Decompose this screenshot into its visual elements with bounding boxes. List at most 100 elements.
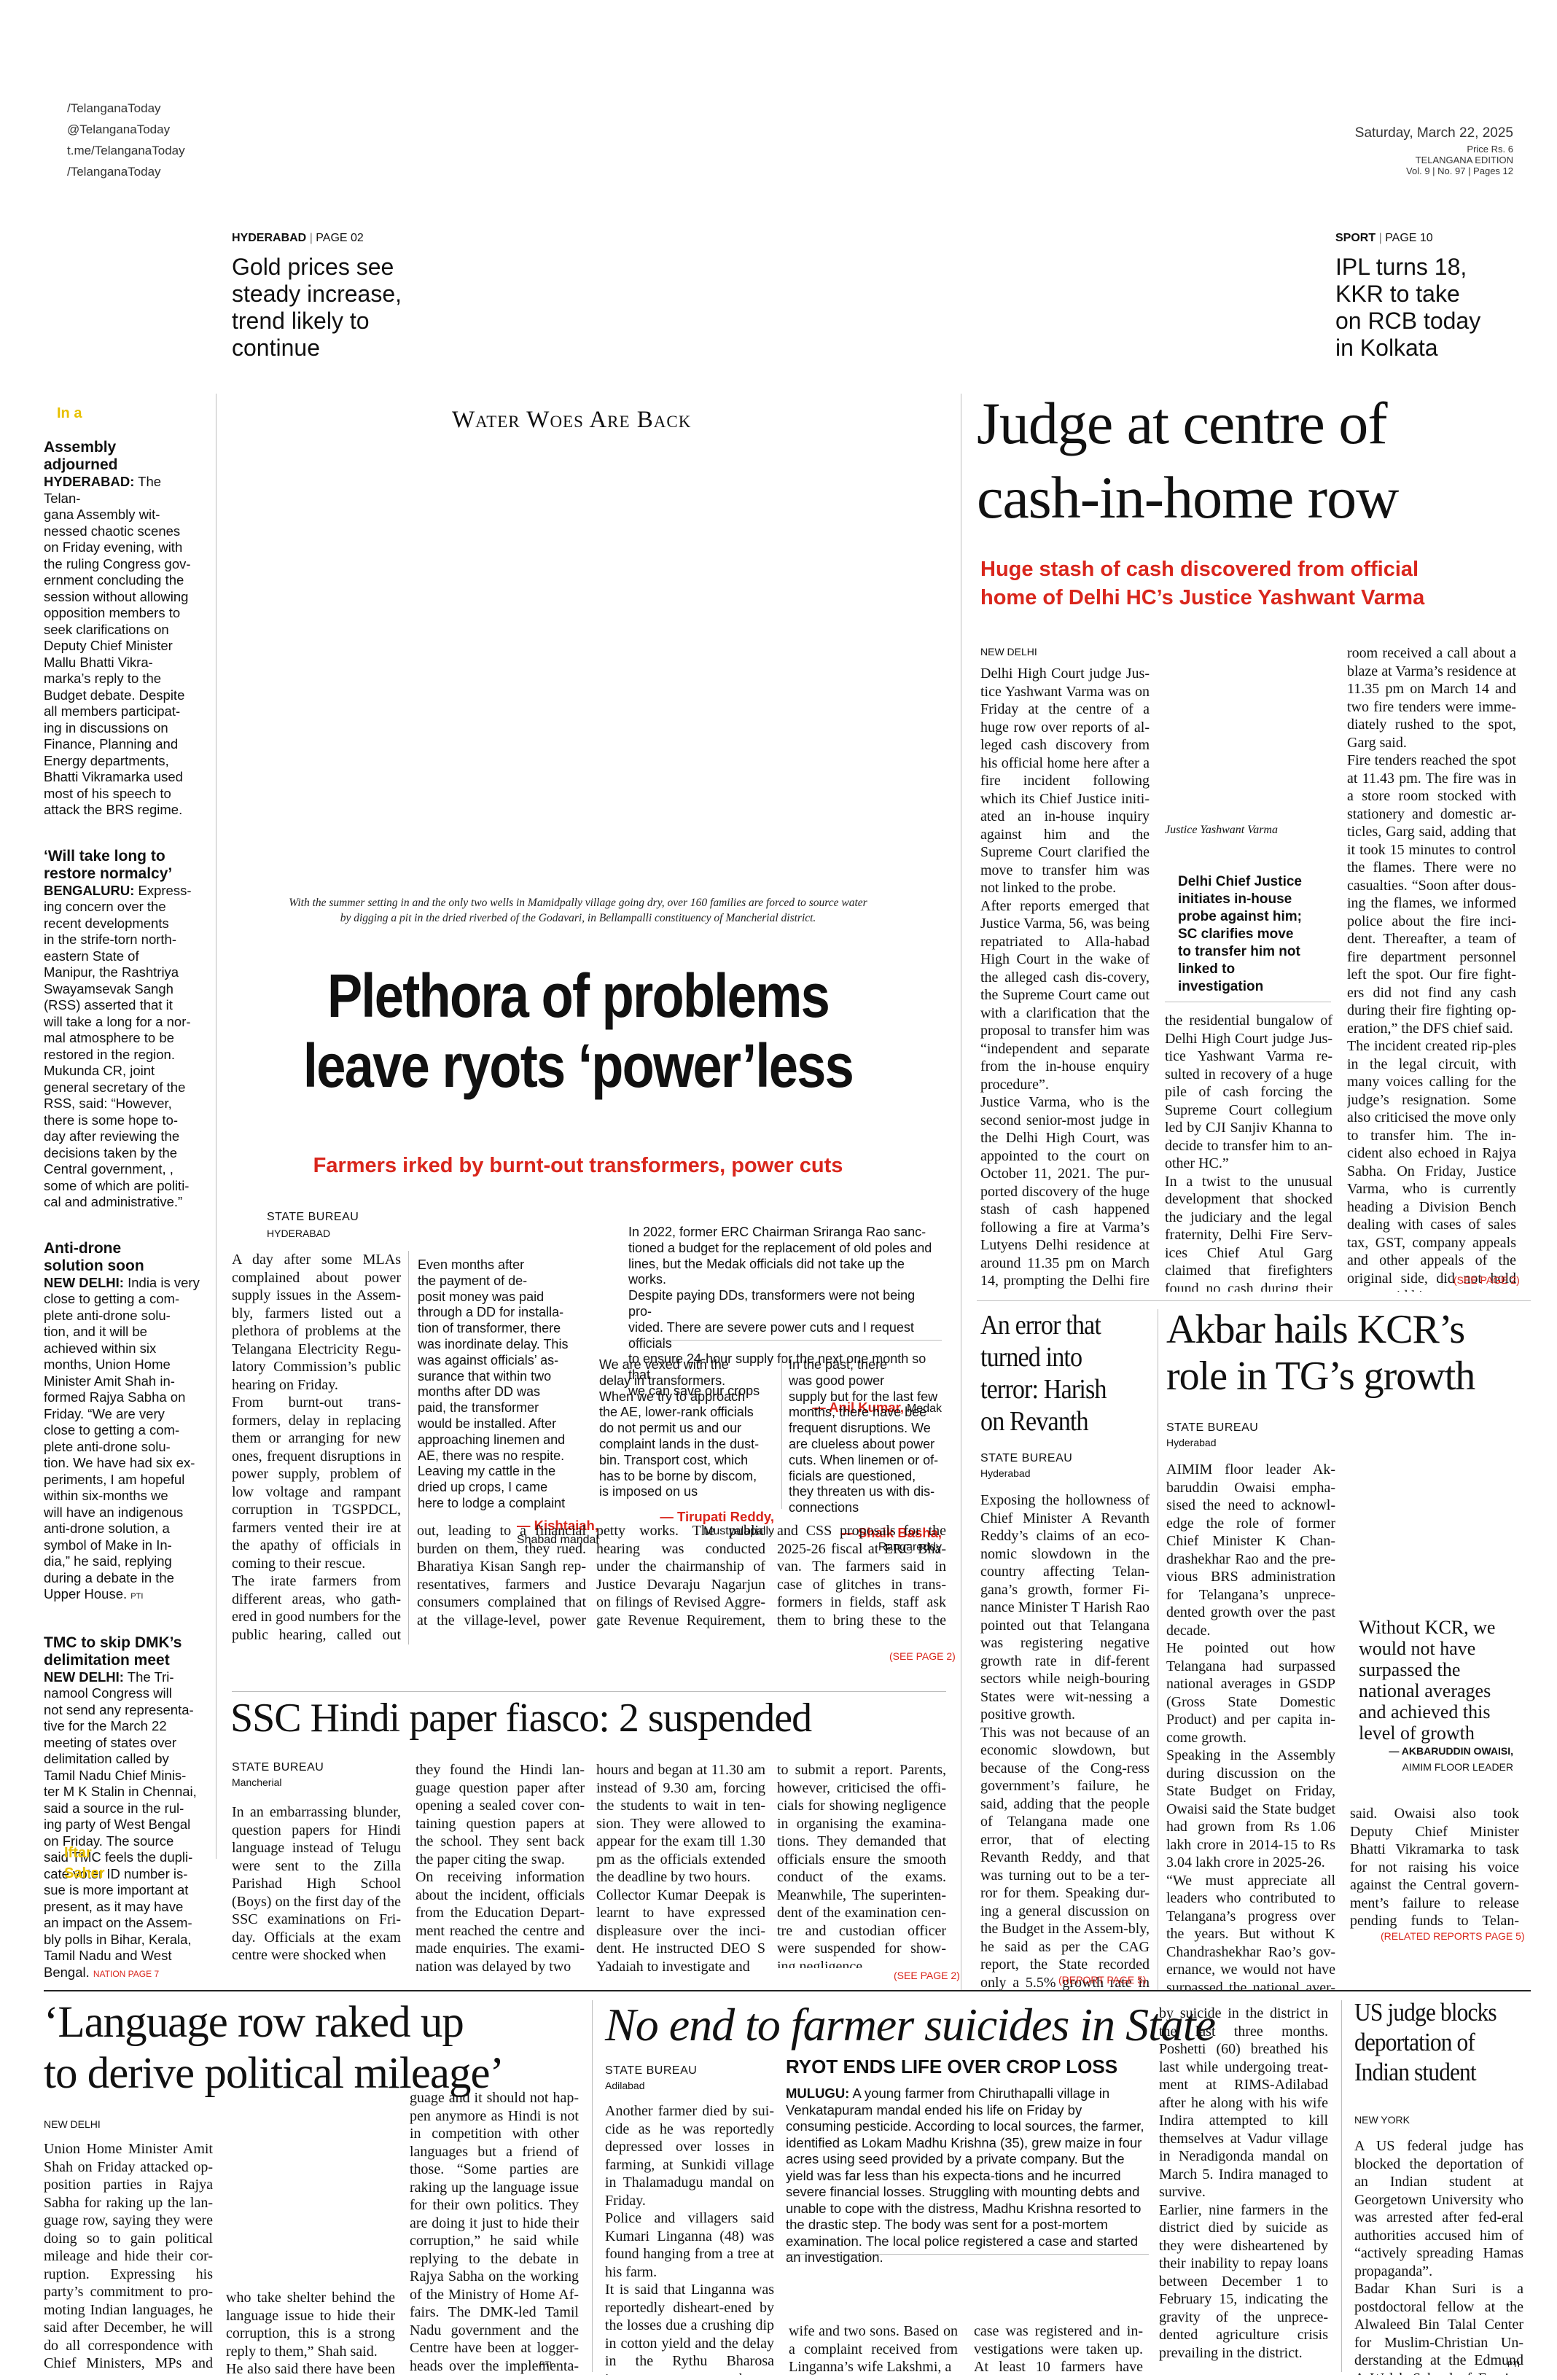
judge-callout: Delhi Chief Justice initiates in-house p… bbox=[1178, 874, 1302, 994]
photo-kicker: Water Woes Are Back bbox=[452, 407, 692, 433]
see-page-link[interactable]: (SEE PAGE 2) bbox=[1453, 1274, 1520, 1286]
brief-title: ‘Will take long to restore normalcy’ bbox=[44, 847, 173, 882]
teaser-headline: IPL turns 18, KKR to take on RCB today i… bbox=[1335, 254, 1481, 361]
credit: PTI bbox=[1507, 2360, 1521, 2369]
section-rule bbox=[977, 1300, 1531, 1301]
pull-quote-name: — AKBARUDDIN OWAISI, bbox=[1389, 1745, 1513, 1757]
dateline-place: Hyderabad bbox=[1166, 1437, 1217, 1448]
teaser-hyderabad[interactable]: HYDERABAD | PAGE 02 Gold prices see stea… bbox=[232, 232, 494, 362]
pull-quote-title: AIMIM FLOOR LEADER bbox=[1402, 1761, 1513, 1773]
quote-text: We are vexed with the delay in transform… bbox=[599, 1357, 760, 1499]
quote-text: In the past, there was good power supply… bbox=[789, 1357, 939, 1515]
article-column: guage and it should not hap-pen anymore … bbox=[410, 2090, 579, 2374]
judge-headline[interactable]: Judge at centre of cash-in-home row bbox=[977, 390, 1399, 531]
column-rule bbox=[781, 1356, 782, 1509]
see-page-link[interactable]: (SEE PAGE 2) bbox=[894, 1970, 960, 1981]
article-column: said. Owaisi also took Deputy Chief Mini… bbox=[1350, 1806, 1519, 1929]
brief-title: Assembly adjourned bbox=[44, 439, 118, 473]
column-rule bbox=[408, 1251, 409, 1644]
issue-date: Saturday, March 22, 2025 bbox=[1354, 125, 1513, 141]
byline: STATE BUREAU bbox=[980, 1452, 1073, 1464]
article-column: out, leading to a financial burden on th… bbox=[417, 1523, 586, 1631]
social-facebook[interactable]: /TelanganaToday bbox=[67, 101, 161, 115]
dateline-place: NEW YORK bbox=[1354, 2114, 1410, 2126]
lead-subhead: Farmers irked by burnt-out transformers,… bbox=[313, 1154, 843, 1177]
lead-headline[interactable]: Plethora of problems leave ryots ‘power’… bbox=[303, 961, 854, 1100]
article-column: and CSS proposals for the 2025-26 fiscal… bbox=[777, 1523, 946, 1631]
see-page-link[interactable]: (RELATED REPORTS PAGE 5) bbox=[1381, 1930, 1525, 1942]
article-column: the residential bungalow of Delhi High C… bbox=[1165, 1013, 1332, 1292]
see-page-link[interactable]: (SEE PAGE 2) bbox=[889, 1650, 956, 1662]
article-column: hours and began at 11.30 am instead of 9… bbox=[596, 1762, 765, 1975]
article-column: A US federal judge has blocked the depor… bbox=[1354, 2138, 1523, 2375]
judge-subhead: Huge stash of cash discovered from offic… bbox=[980, 558, 1425, 609]
usjudge-headline[interactable]: US judge blocks deportation of Indian st… bbox=[1354, 1998, 1497, 2086]
quote-attribution: — Tirupati Reddy, bbox=[660, 1509, 774, 1525]
farmer-quote: In the past, there was good power supply… bbox=[789, 1357, 942, 1554]
article-column: case was registered and in-vestigations … bbox=[974, 2323, 1143, 2375]
brief-item[interactable]: Assembly adjourned HYDERABAD: The Telan-… bbox=[44, 439, 200, 819]
article-column: Delhi High Court judge Jus-tice Yashwant… bbox=[980, 666, 1150, 1292]
farmer-quote: Even months after the payment of de- pos… bbox=[418, 1257, 598, 1547]
section-rule bbox=[44, 1990, 1531, 1991]
quote-attribution: — Anil Kumar, bbox=[812, 1399, 904, 1415]
judge-photo-area bbox=[1163, 641, 1316, 831]
suicides-headline[interactable]: No end to farmer suicides in State bbox=[605, 1999, 1216, 2051]
ssc-headline[interactable]: SSC Hindi paper fiasco: 2 suspended bbox=[230, 1696, 812, 1741]
quote-text: Even months after the payment of de- pos… bbox=[418, 1257, 569, 1510]
teaser-section: HYDERABAD bbox=[232, 232, 307, 244]
article-column: A day after some MLAs complained about p… bbox=[232, 1252, 401, 1643]
farmer-quote: In 2022, former ERC Chairman Sriranga Ra… bbox=[628, 1225, 942, 1416]
brief-body: BENGALURU: Express- ing concern over the… bbox=[44, 882, 192, 1210]
teaser-sport[interactable]: SPORT | PAGE 10 IPL turns 18, KKR to tak… bbox=[1335, 232, 1532, 362]
box-title: RYOT ENDS LIFE OVER CROP LOSS bbox=[786, 2056, 1118, 2077]
box-body: MULUGU: A young farmer from Chiruthapall… bbox=[786, 2086, 1144, 2265]
dateline-place: HYDERABAD bbox=[267, 1228, 331, 1239]
quote-place: Mustyalapally bbox=[703, 1525, 774, 1538]
article-column: by suicide in the district in the last t… bbox=[1159, 2005, 1328, 2361]
revanth-headline[interactable]: An error that turned into terror: Harish… bbox=[980, 1310, 1107, 1437]
quote-text: In 2022, former ERC Chairman Sriranga Ra… bbox=[628, 1225, 932, 1398]
column-rule bbox=[1341, 2000, 1342, 2372]
brief-item[interactable]: TMC to skip DMK’s delimitation meet NEW … bbox=[44, 1634, 200, 1983]
dateline-place: NEW DELHI bbox=[44, 2118, 101, 2130]
see-page-link[interactable]: (REPORT PAGE 5) bbox=[1058, 1974, 1147, 1986]
edition-name: TELANGANA EDITION bbox=[1415, 155, 1513, 165]
photo-caption: Justice Yashwant Varma bbox=[1165, 824, 1278, 836]
social-twitter[interactable]: @TelanganaToday bbox=[67, 122, 171, 136]
quote-attribution: — Kishtaiah, bbox=[516, 1517, 598, 1533]
quote-place: Shabad mandal bbox=[516, 1533, 598, 1546]
dateline-place: Adilabad bbox=[605, 2080, 645, 2091]
brief-body: NEW DELHI: India is very close to gettin… bbox=[44, 1274, 200, 1602]
edition-info: Saturday, March 22, 2025 Price Rs. 6 TEL… bbox=[1355, 125, 1513, 176]
brief-credit[interactable]: NATION PAGE 7 bbox=[93, 1968, 160, 1979]
box-rule bbox=[786, 2254, 1149, 2255]
brief-item[interactable]: ‘Will take long to restore normalcy’ BEN… bbox=[44, 848, 200, 1211]
ryot-box[interactable]: RYOT ENDS LIFE OVER CROP LOSS MULUGU: A … bbox=[786, 2056, 1149, 2265]
article-column: Union Home Minister Amit Shah on Friday … bbox=[44, 2141, 213, 2375]
brief-title: TMC to skip DMK’s delimitation meet bbox=[44, 1634, 182, 1669]
language-headline[interactable]: ‘Language row raked up to derive politic… bbox=[44, 1998, 504, 2098]
column-rule bbox=[628, 1340, 942, 1341]
article-column: petty works. The public hearing was cond… bbox=[596, 1523, 765, 1631]
byline: STATE BUREAU bbox=[1166, 1421, 1259, 1434]
column-rule bbox=[592, 2000, 593, 2372]
teaser-section: SPORT bbox=[1335, 232, 1376, 244]
sidebar-label: In a bbox=[57, 405, 82, 421]
social-instagram[interactable]: /TelanganaToday bbox=[67, 165, 161, 179]
brief-item[interactable]: Anti-drone solution soon NEW DELHI: Indi… bbox=[44, 1240, 200, 1605]
quote-place: Medak bbox=[906, 1402, 942, 1415]
credit: PTI bbox=[539, 2360, 553, 2369]
teaser-page: PAGE 10 bbox=[1385, 232, 1433, 244]
akbar-headline[interactable]: Akbar hails KCR’s role in TG’s growth bbox=[1166, 1307, 1475, 1399]
news-in-brief: Assembly adjourned HYDERABAD: The Telan-… bbox=[44, 439, 200, 1982]
article-column: they found the Hindi lan-guage question … bbox=[415, 1762, 585, 1975]
teaser-headline: Gold prices see steady increase, trend l… bbox=[232, 254, 402, 361]
byline: STATE BUREAU bbox=[232, 1761, 324, 1774]
social-links: /TelanganaToday @TelanganaToday t.me/Tel… bbox=[67, 98, 185, 182]
byline: STATE BUREAU bbox=[267, 1211, 359, 1223]
farmer-quote: We are vexed with the delay in transform… bbox=[599, 1357, 774, 1538]
byline: STATE BUREAU bbox=[605, 2064, 698, 2077]
brief-credit: PTI bbox=[130, 1592, 144, 1601]
social-telegram[interactable]: t.me/TelanganaToday bbox=[67, 144, 185, 157]
